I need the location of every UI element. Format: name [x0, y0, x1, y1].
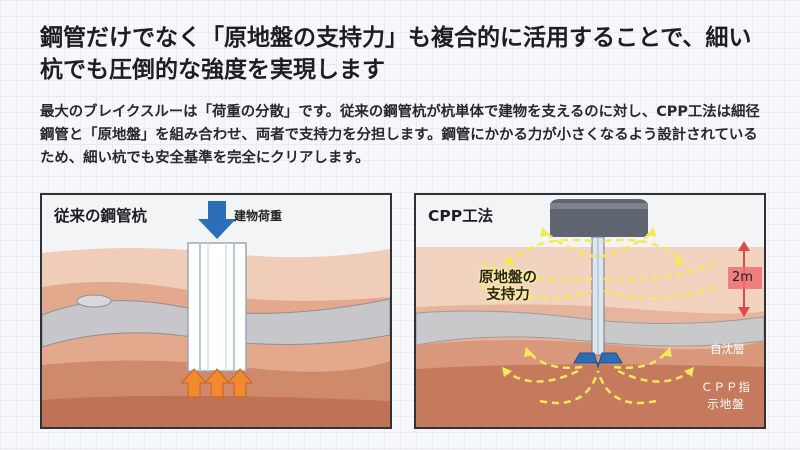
- tip-bearing-arrows-icon: [507, 352, 689, 405]
- support-ground-label: ＣＰＰ指示地盤: [696, 379, 754, 413]
- headline: 鋼管だけでなく「原地盤の支持力」も複合的に活用することで、細い杭でも圧倒的な強度…: [40, 25, 752, 83]
- soil-support-layer: [416, 364, 764, 427]
- ground-bearing-label: 原地盤の支持力: [475, 270, 541, 304]
- load-arrow-icon: [198, 201, 236, 239]
- reaction-arrows-icon: [180, 368, 254, 398]
- soil-bottom-layer: [42, 395, 390, 427]
- gray-clay-band: [416, 310, 764, 347]
- conventional-pile-panel: 従来の鋼管杭 建物荷重: [40, 193, 392, 429]
- depth-marker-icon: [728, 241, 762, 317]
- building-load-label: 建物荷重: [234, 209, 283, 223]
- ground-bearing-arrowheads: [504, 227, 686, 265]
- lead-paragraph: 最大のブレイクスルーは「荷重の分散」です。従来の鋼管杭が杭単体で建物を支えるのに…: [40, 104, 760, 166]
- cpp-method-panel: CPP工法 原地盤の支持力 2m 自沈層 ＣＰＰ指示地盤: [414, 193, 766, 429]
- depth-label: 2m: [732, 270, 753, 285]
- tip-bearing-arrowheads: [502, 347, 694, 377]
- ground-bearing-arrows-icon: [481, 231, 717, 300]
- support-ground-text: ＣＰＰ指示地盤: [701, 380, 751, 411]
- conventional-pile-diagram: [42, 195, 390, 427]
- steel-pile: [187, 242, 247, 372]
- pile-tip-icon: [573, 352, 623, 369]
- panel-title-conventional: 従来の鋼管杭: [54, 207, 148, 225]
- gray-lens: [76, 294, 112, 308]
- soft-layer-label: 自沈層: [710, 342, 745, 356]
- cpp-method-diagram: [416, 195, 764, 427]
- panel-title-cpp: CPP工法: [428, 207, 494, 225]
- ground-bearing-text: 原地盤の支持力: [479, 270, 537, 303]
